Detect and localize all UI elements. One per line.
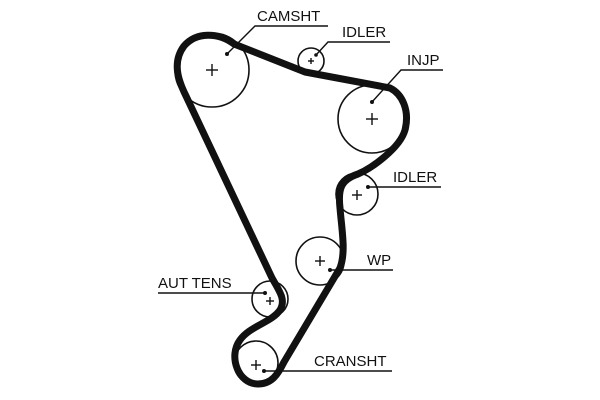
leader-idler-mid [366, 185, 441, 189]
leader-crankshaft [262, 369, 392, 373]
label-idler-top: IDLER [342, 24, 386, 41]
pulley-water-pump [295, 236, 345, 286]
label-auto-tensioner: AUT TENS [158, 275, 232, 292]
leader-idler-top [314, 41, 390, 57]
label-camshaft: CAMSHT [257, 8, 320, 25]
leader-auto-tensioner [158, 291, 267, 295]
leader-injection-pump [370, 69, 443, 104]
label-idler-mid: IDLER [393, 169, 437, 186]
label-crankshaft: CRANSHT [314, 353, 387, 370]
label-injection-pump: INJP [407, 52, 440, 69]
label-water-pump: WP [367, 252, 391, 269]
leader-water-pump [328, 268, 393, 272]
leader-camshaft [225, 25, 328, 56]
timing-belt [173, 31, 410, 388]
